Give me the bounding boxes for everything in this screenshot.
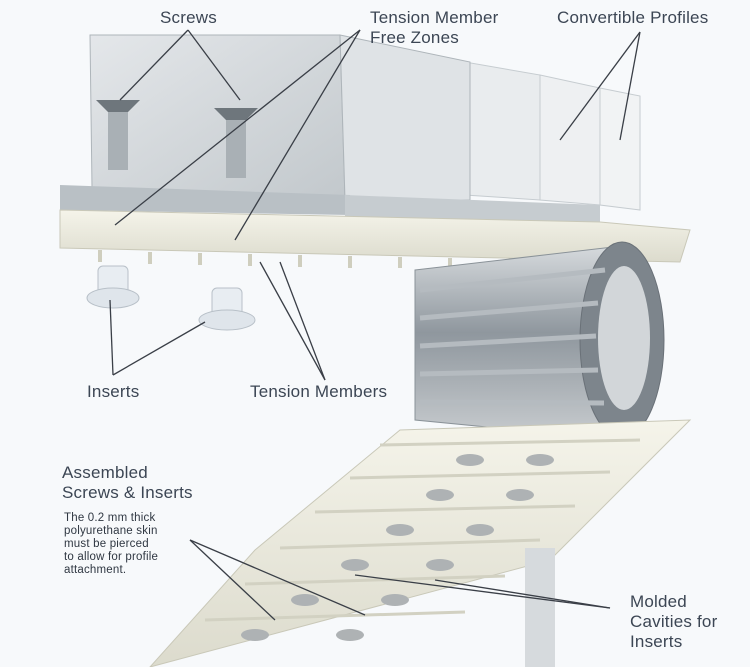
note-line-2: polyurethane skin [64, 525, 158, 538]
note-line-3: must be pierced [64, 538, 158, 551]
note-line-4: to allow for profile [64, 551, 158, 564]
label-molded-line-1: Molded [630, 592, 717, 612]
lower-belt [150, 420, 690, 667]
label-screws: Screws [160, 8, 217, 28]
label-assembled-line-2: Screws & Inserts [62, 483, 193, 503]
label-molded-line-2: Cavities for [630, 612, 717, 632]
label-molded-line-3: Inserts [630, 632, 717, 652]
label-tension-members: Tension Members [250, 382, 387, 402]
label-tension-member-free-zones: Tension Member Free Zones [370, 8, 498, 48]
label-inserts: Inserts [87, 382, 139, 402]
note-line-5: attachment. [64, 564, 158, 577]
pulley [415, 242, 664, 440]
label-assembled-screws-inserts: Assembled Screws & Inserts [62, 463, 193, 503]
label-assembled-line-1: Assembled [62, 463, 193, 483]
convertible-profiles [465, 62, 640, 210]
note-line-1: The 0.2 mm thick [64, 512, 158, 525]
label-skin-note: The 0.2 mm thick polyurethane skin must … [64, 512, 158, 577]
label-tension-free-line-1: Tension Member [370, 8, 498, 28]
label-tension-free-line-2: Free Zones [370, 28, 498, 48]
label-molded-cavities: Molded Cavities for Inserts [630, 592, 717, 652]
inserts [87, 266, 255, 330]
label-convertible-profiles: Convertible Profiles [557, 8, 708, 28]
